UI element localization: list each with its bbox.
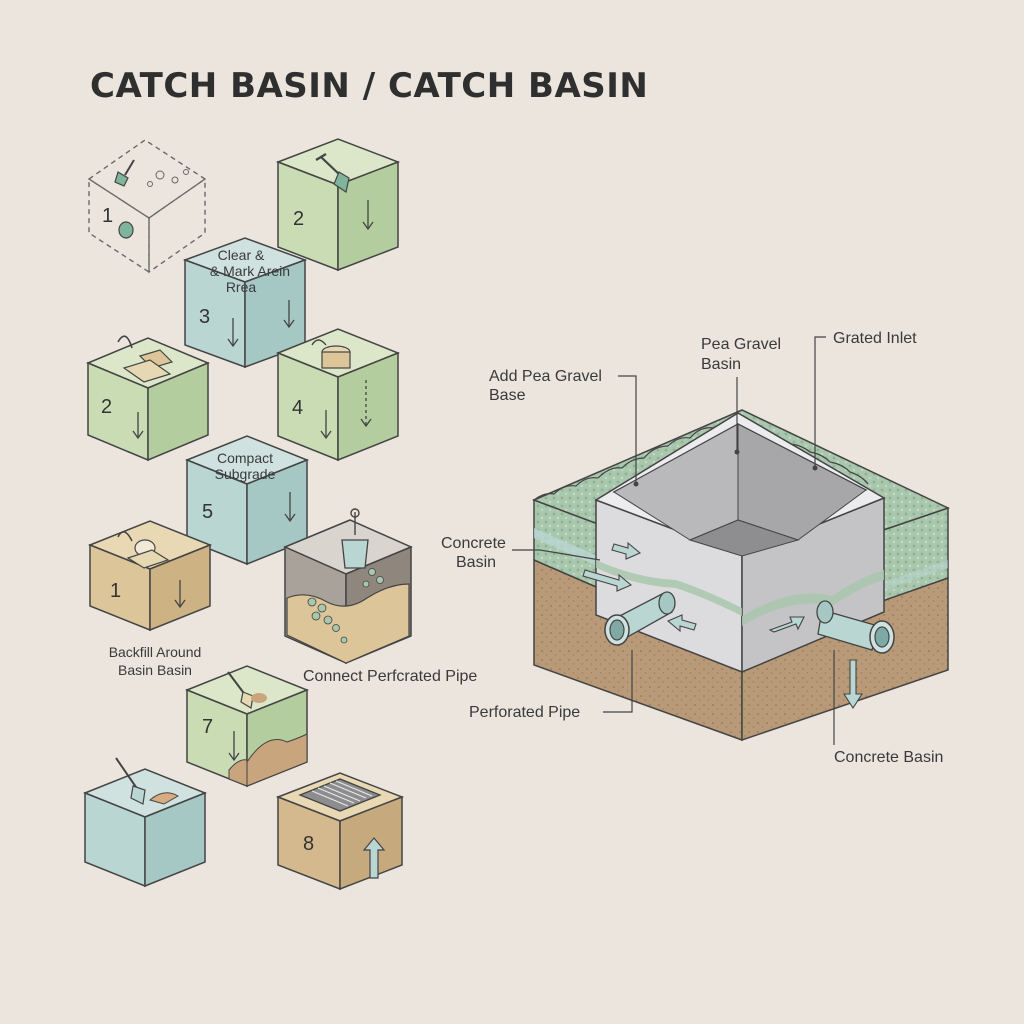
shovel-icon bbox=[227, 671, 267, 709]
down-arrow-icon bbox=[362, 200, 374, 231]
perforated-pipe-right bbox=[816, 600, 895, 654]
stone-icon bbox=[118, 221, 134, 239]
step-caption-line: Compact bbox=[217, 450, 273, 466]
perforated-pipe-left bbox=[604, 591, 676, 646]
step-caption-line: Rrea bbox=[226, 279, 257, 295]
step-block-8: 8 bbox=[275, 772, 405, 891]
step-number: 1 bbox=[110, 580, 121, 602]
callout-add-pea-gravel: Base bbox=[489, 387, 526, 404]
step-block-2b: 2 bbox=[86, 335, 210, 462]
compactor-drum-icon bbox=[311, 339, 351, 369]
step-block-2: 2 bbox=[275, 138, 401, 272]
down-arrow-icon bbox=[320, 380, 372, 440]
callout-concrete-basin-left: Concrete bbox=[441, 535, 506, 552]
step-block-blue-bottom bbox=[82, 757, 208, 888]
step-number: 8 bbox=[303, 833, 314, 855]
step-block-1b: 1 bbox=[87, 520, 213, 632]
shovel-icon bbox=[115, 757, 180, 805]
step-number: 3 bbox=[199, 306, 210, 328]
callout-concrete-basin-right: Concrete Basin bbox=[834, 749, 943, 766]
step-block-cutaway bbox=[283, 508, 413, 665]
catch-basin-cutaway bbox=[512, 336, 950, 745]
down-arrow-icon bbox=[174, 580, 186, 609]
grate-icon bbox=[298, 778, 382, 812]
shovel-icon bbox=[315, 153, 350, 193]
step-label-backfill: Backfill Around bbox=[109, 644, 202, 660]
callout-concrete-basin-left: Basin bbox=[456, 554, 496, 571]
step-number: 7 bbox=[202, 716, 213, 738]
callout-perforated-pipe: Perforated Pipe bbox=[469, 704, 580, 721]
gravel-icon bbox=[307, 568, 384, 644]
up-arrow-icon bbox=[362, 837, 386, 879]
down-arrow-icon bbox=[132, 412, 144, 440]
down-arrow-icon bbox=[228, 731, 240, 762]
step-number: 1 bbox=[102, 205, 113, 227]
step-caption-line: Subgrade bbox=[215, 466, 276, 482]
step-caption-line: Clear & bbox=[218, 247, 265, 263]
step-block-5: Compact Subgrade 5 bbox=[184, 435, 310, 566]
leader-lines bbox=[512, 336, 835, 745]
step-number: 2 bbox=[101, 396, 112, 418]
step-caption-line: & Mark Arein bbox=[210, 263, 290, 279]
shovel-icon bbox=[114, 159, 135, 187]
step-block-1: 1 bbox=[87, 139, 207, 274]
step-number: 5 bbox=[202, 501, 213, 523]
page-title: CATCH BASIN / CATCH BASIN bbox=[90, 66, 649, 106]
down-arrow-icon bbox=[227, 300, 295, 348]
callout-pea-gravel-basin: Basin bbox=[701, 356, 741, 373]
plate-compactor-icon bbox=[117, 531, 170, 569]
step-block-7: 7 bbox=[184, 665, 310, 788]
callout-add-pea-gravel: Add Pea Gravel bbox=[489, 368, 602, 385]
step-label-backfill: Basin Basin bbox=[118, 662, 192, 678]
step-number: 2 bbox=[293, 208, 304, 230]
callout-grated-inlet: Grated Inlet bbox=[833, 330, 917, 347]
flow-arrow-icon bbox=[582, 541, 864, 710]
step-number: 4 bbox=[292, 397, 303, 419]
plate-compactor-icon bbox=[117, 335, 174, 383]
callout-pea-gravel-basin: Pea Gravel bbox=[701, 336, 781, 353]
bucket-icon bbox=[341, 508, 369, 569]
step-block-4: 4 bbox=[275, 328, 401, 462]
down-arrow-icon bbox=[284, 492, 296, 523]
step-label-connect-pipe: Connect Perfcrated Pipe bbox=[303, 668, 477, 685]
step-block-3: Clear & & Mark Arein Rrea 3 bbox=[182, 237, 308, 369]
